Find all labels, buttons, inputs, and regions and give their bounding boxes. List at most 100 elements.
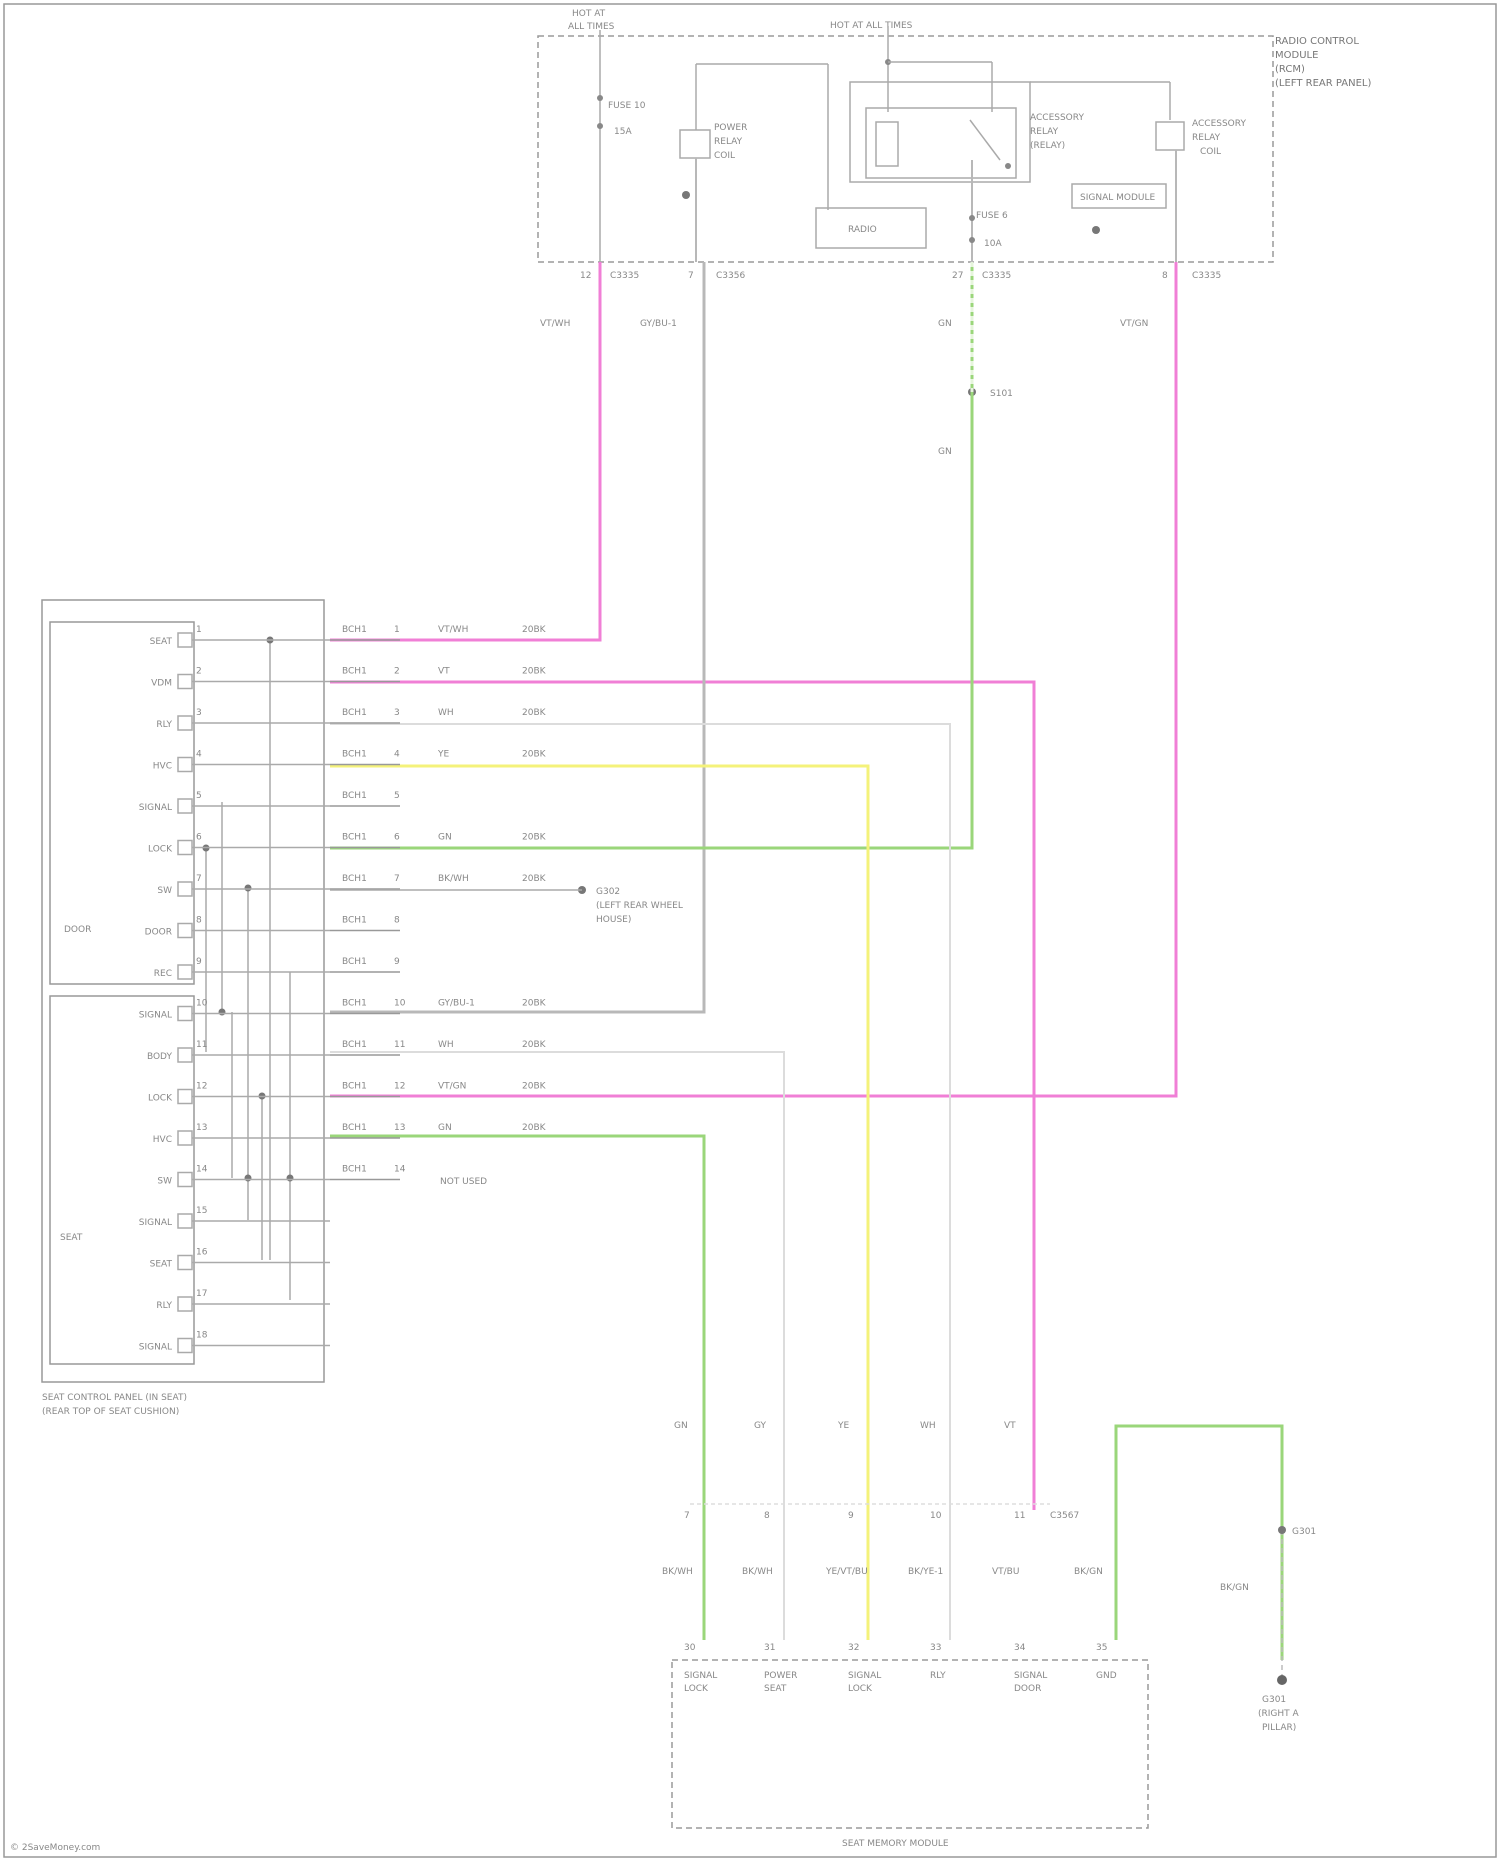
signal-label: LOCK <box>848 1684 873 1694</box>
top-color: YE <box>837 1421 849 1431</box>
row-code: BCH1 <box>342 916 367 926</box>
row-pin: 3 <box>394 708 400 718</box>
ground-top: G301 <box>1292 1527 1316 1537</box>
signal-label: SIGNAL <box>848 1671 881 1681</box>
module-title-1: RADIO CONTROL <box>1275 36 1359 47</box>
ground-bottom-2: (RIGHT A <box>1258 1709 1300 1719</box>
row-pin: 4 <box>394 750 400 760</box>
pin-code: C3335 <box>982 271 1011 281</box>
bottom-pin: 33 <box>930 1643 941 1653</box>
row-wire: YE <box>437 750 449 760</box>
row-gauge: 20BK <box>522 999 547 1009</box>
terminal-icon <box>178 882 192 896</box>
terminal-icon <box>178 1048 192 1062</box>
radio-control-module: RADIO CONTROL MODULE (RCM) (LEFT REAR PA… <box>538 9 1371 329</box>
side-label: HVC <box>153 1135 172 1145</box>
ground-bottom-3: PILLAR) <box>1262 1723 1296 1733</box>
switch-group-lower <box>50 996 194 1364</box>
row-pin: 1 <box>394 625 400 635</box>
pin-code: C3335 <box>610 271 639 281</box>
wire-color: GN <box>938 319 952 329</box>
row-gauge: 20BK <box>522 625 547 635</box>
row-pin-in: 13 <box>196 1123 207 1133</box>
mid-color: BK/YE-1 <box>908 1567 943 1577</box>
terminal-icon <box>178 1131 192 1145</box>
pin-num: 27 <box>952 271 963 281</box>
row-wire: GN <box>438 833 452 843</box>
row-pin-in: 7 <box>196 874 202 884</box>
module-title: SEAT MEMORY MODULE <box>842 1839 949 1849</box>
ground-note-2: (LEFT REAR WHEEL <box>596 901 683 911</box>
row-code: BCH1 <box>342 833 367 843</box>
side-label: SW <box>157 886 172 896</box>
terminal-icon <box>178 1214 192 1228</box>
row-code: BCH1 <box>342 625 367 635</box>
row-pin: 2 <box>394 667 400 677</box>
row-code: BCH1 <box>342 1123 367 1133</box>
wire-gn-bottom <box>330 1136 704 1640</box>
row-code: BCH1 <box>342 1082 367 1092</box>
terminal-icon <box>178 1090 192 1104</box>
pin-num: 12 <box>580 271 591 281</box>
wire-color: GY/BU-1 <box>640 319 677 329</box>
accessory-relay-label-2: RELAY <box>1030 127 1059 137</box>
accessory-relay-box <box>850 82 1030 182</box>
group-lower-label: SEAT <box>60 1233 83 1243</box>
terminal-icon <box>178 924 192 938</box>
wire-vt-gn <box>330 262 1176 1096</box>
bottom-pin: 35 <box>1096 1643 1107 1653</box>
terminal-icon <box>178 633 192 647</box>
row-wire: VT <box>438 667 450 677</box>
row-pin-in: 3 <box>196 708 202 718</box>
accessory-coil-label-2: RELAY <box>1192 133 1221 143</box>
switch-block-outer <box>42 600 324 1382</box>
row-gauge: 20BK <box>522 750 547 760</box>
side-label: DOOR <box>145 928 172 938</box>
side-label: SEAT <box>150 637 173 647</box>
row-pin: 14 <box>394 1165 406 1175</box>
row-gauge: 20BK <box>522 667 547 677</box>
terminal-icon <box>178 841 192 855</box>
seat-memory-module: C3567 SEAT MEMORY MODULE GN7GY8YE9WH10VT… <box>662 1421 1148 1849</box>
footer-credit: © 2SaveMoney.com <box>10 1843 100 1853</box>
row-code: BCH1 <box>342 791 367 801</box>
accessory-relay-label-1: ACCESSORY <box>1030 113 1084 123</box>
top-color: WH <box>920 1421 936 1431</box>
mid-color: BK/WH <box>742 1567 773 1577</box>
terminal-icon <box>178 716 192 730</box>
switch-row: LOCK6BCH16GN20BK <box>148 833 547 855</box>
ground-dot-icon <box>1092 226 1100 234</box>
wire-wh-2 <box>330 1052 784 1640</box>
pin-num: 7 <box>688 271 694 281</box>
bottom-pin: 32 <box>848 1643 859 1653</box>
signal-label: GND <box>1096 1671 1117 1681</box>
ground-note-3: HOUSE) <box>596 915 631 925</box>
signal-label: LOCK <box>684 1684 709 1694</box>
side-label: SEAT <box>150 1260 173 1270</box>
module-box <box>672 1660 1148 1828</box>
row-pin: 11 <box>394 1040 405 1050</box>
pin-number: 7 <box>684 1511 690 1521</box>
switch-caption-1: SEAT CONTROL PANEL (IN SEAT) <box>42 1393 187 1403</box>
pin-extra: C3567 <box>1050 1511 1079 1521</box>
fuse-label-2: 15A <box>614 127 632 137</box>
row-pin: 5 <box>394 791 400 801</box>
left-feed-2: ALL TIMES <box>568 22 615 32</box>
inline-fuse-1: FUSE 6 <box>976 211 1008 221</box>
relay-coil-icon <box>876 122 898 166</box>
chassis-ground-icon <box>1277 1675 1287 1685</box>
group-upper-label: DOOR <box>64 925 91 935</box>
fuse-label-1: FUSE 10 <box>608 101 646 111</box>
bottom-pin: 30 <box>684 1643 696 1653</box>
relay-switch-icon <box>970 120 1000 160</box>
row-code: BCH1 <box>342 999 367 1009</box>
mid-color: VT/BU <box>992 1567 1019 1577</box>
module-title-3: (RCM) <box>1275 64 1305 75</box>
signal-label: SIGNAL <box>1014 1671 1047 1681</box>
